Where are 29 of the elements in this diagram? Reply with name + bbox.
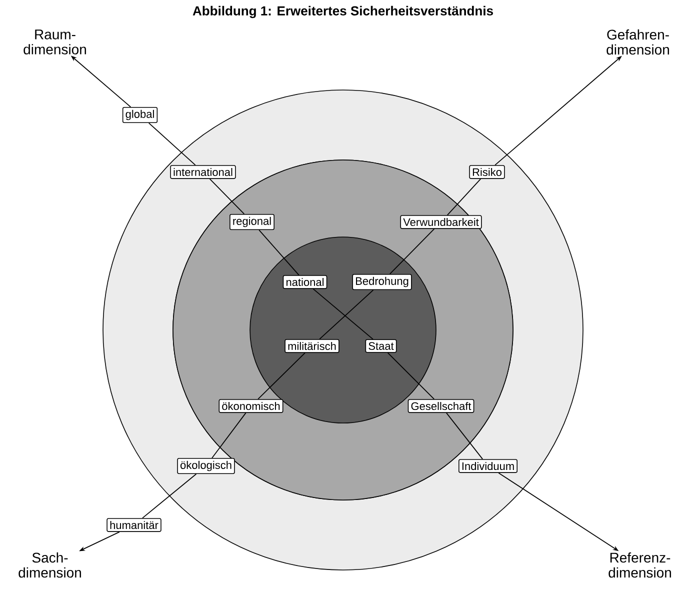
connector-line xyxy=(258,230,300,276)
connector-line xyxy=(446,412,484,460)
label-box: national xyxy=(282,275,328,289)
label-box: ökonomisch xyxy=(218,399,284,413)
connector-line xyxy=(209,178,245,214)
connector-line xyxy=(389,228,435,274)
label-box: humanitär xyxy=(106,518,162,532)
label-box: Risiko xyxy=(469,165,505,179)
label-box: Gesellschaft xyxy=(408,399,474,413)
label-box: Verwundbarkeit xyxy=(400,215,482,229)
label-box: regional xyxy=(230,214,274,230)
axis-label: Gefahren- dimension xyxy=(606,29,669,55)
axis-label: Raum- dimension xyxy=(24,30,86,54)
label-box: Bedrohung xyxy=(352,274,412,290)
label-box: international xyxy=(170,165,236,179)
label-box: Staat xyxy=(365,339,397,353)
connector-line xyxy=(212,412,246,458)
label-box: militärisch xyxy=(284,339,340,353)
connector-line xyxy=(387,352,435,400)
connector-line xyxy=(142,474,197,519)
title: Abbildung 1: Erweitertes Sicherheitsverständnis xyxy=(192,6,493,18)
axis-label: Referenz- dimension xyxy=(608,552,671,578)
axis-label: Sach- dimension xyxy=(18,552,81,578)
label-box: ökologisch xyxy=(177,458,235,474)
connector-line xyxy=(446,178,482,216)
connector-line xyxy=(148,122,196,166)
connector-line xyxy=(258,352,306,400)
label-box: global xyxy=(122,106,158,124)
label-box: Individuum xyxy=(458,459,518,473)
